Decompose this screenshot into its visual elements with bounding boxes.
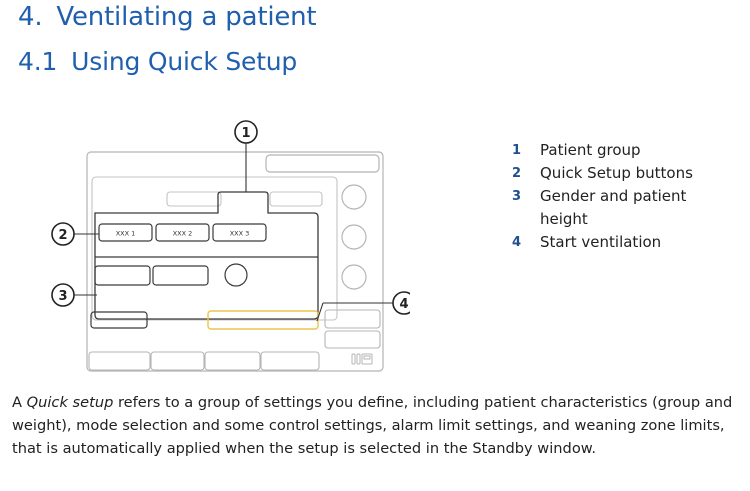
section-heading: 4.1 Using Quick Setup: [18, 47, 297, 76]
figure-legend: 1 Patient group 2 Quick Setup buttons 3 Gen…: [512, 139, 732, 254]
quick-setup-button-1[interactable]: [98, 223, 153, 242]
legend-item: 1 Patient group: [512, 139, 732, 162]
gender-button-female[interactable]: [152, 265, 209, 286]
quick-setup-button-2[interactable]: [155, 223, 210, 242]
standby-window-diagram: XXX 1 XXX 2 XXX 3: [51, 120, 416, 372]
legend-item: 4 Start ventilation: [512, 231, 732, 254]
gender-button-male[interactable]: [94, 265, 151, 286]
paragraph-body: refers to a group of settings you define…: [12, 394, 733, 457]
right-round-button-2[interactable]: [341, 224, 367, 250]
quick-setup-button-3-label: XXX 3: [230, 230, 250, 238]
chapter-title: Ventilating a patient: [56, 2, 317, 32]
start-ventilation-button[interactable]: [207, 310, 319, 330]
quick-setup-panel: [94, 191, 319, 320]
right-round-button-1[interactable]: [341, 184, 367, 210]
callout-2-number: 2: [58, 228, 67, 243]
right-box-upper: [324, 309, 381, 329]
quick-setup-figure: XXX 1 XXX 2 XXX 3: [40, 112, 416, 382]
patient-height-knob[interactable]: [224, 263, 248, 287]
bottom-tab-3[interactable]: [204, 351, 261, 371]
section-title: Using Quick Setup: [71, 47, 298, 76]
legend-text: Quick Setup buttons: [540, 164, 693, 182]
legend-item: 2 Quick Setup buttons: [512, 162, 732, 185]
callout-3-circle: [51, 283, 75, 307]
legend-item: 3 Gender and patient height: [512, 185, 732, 231]
chapter-heading: 4. Ventilating a patient: [18, 2, 317, 32]
legend-number: 1: [512, 143, 522, 158]
callout-4-number: 4: [399, 297, 408, 312]
legend-text: Start ventilation: [540, 233, 662, 251]
legend-text: Gender and patient height: [540, 187, 687, 228]
section-number: 4.1: [18, 47, 58, 76]
paragraph-lead: A: [12, 394, 27, 411]
chapter-number: 4.: [18, 2, 43, 32]
quick-setup-description: A Quick setup refers to a group of setti…: [12, 391, 736, 460]
callout-1-number: 1: [241, 126, 250, 141]
lower-left-button[interactable]: [90, 311, 148, 329]
right-round-button-3[interactable]: [341, 264, 367, 290]
status-icons: [351, 353, 373, 365]
callout-4-leader: [316, 302, 324, 322]
legend-number: 2: [512, 166, 522, 181]
callout-1-circle: [234, 120, 258, 144]
top-right-tab: [265, 154, 380, 173]
bottom-tab-4[interactable]: [260, 351, 320, 371]
patient-group-tab-right: [269, 191, 323, 207]
legend-number: 3: [512, 189, 522, 204]
legend-number: 4: [512, 235, 522, 250]
bottom-tab-2[interactable]: [150, 351, 205, 371]
bottom-tab-1[interactable]: [88, 351, 151, 371]
legend-text: Patient group: [540, 141, 641, 159]
main-panel-outline: [91, 176, 338, 321]
quick-setup-button-2-label: XXX 2: [173, 230, 193, 238]
paragraph-emphasis: Quick setup: [26, 394, 114, 411]
quick-setup-button-1-label: XXX 1: [116, 230, 136, 238]
right-box-lower: [324, 330, 381, 349]
callout-2-circle: [51, 222, 75, 246]
device-screen-frame: [86, 151, 384, 372]
callout-3-number: 3: [58, 289, 67, 304]
quick-setup-button-3[interactable]: [212, 223, 267, 242]
patient-group-tab-left: [166, 191, 222, 207]
